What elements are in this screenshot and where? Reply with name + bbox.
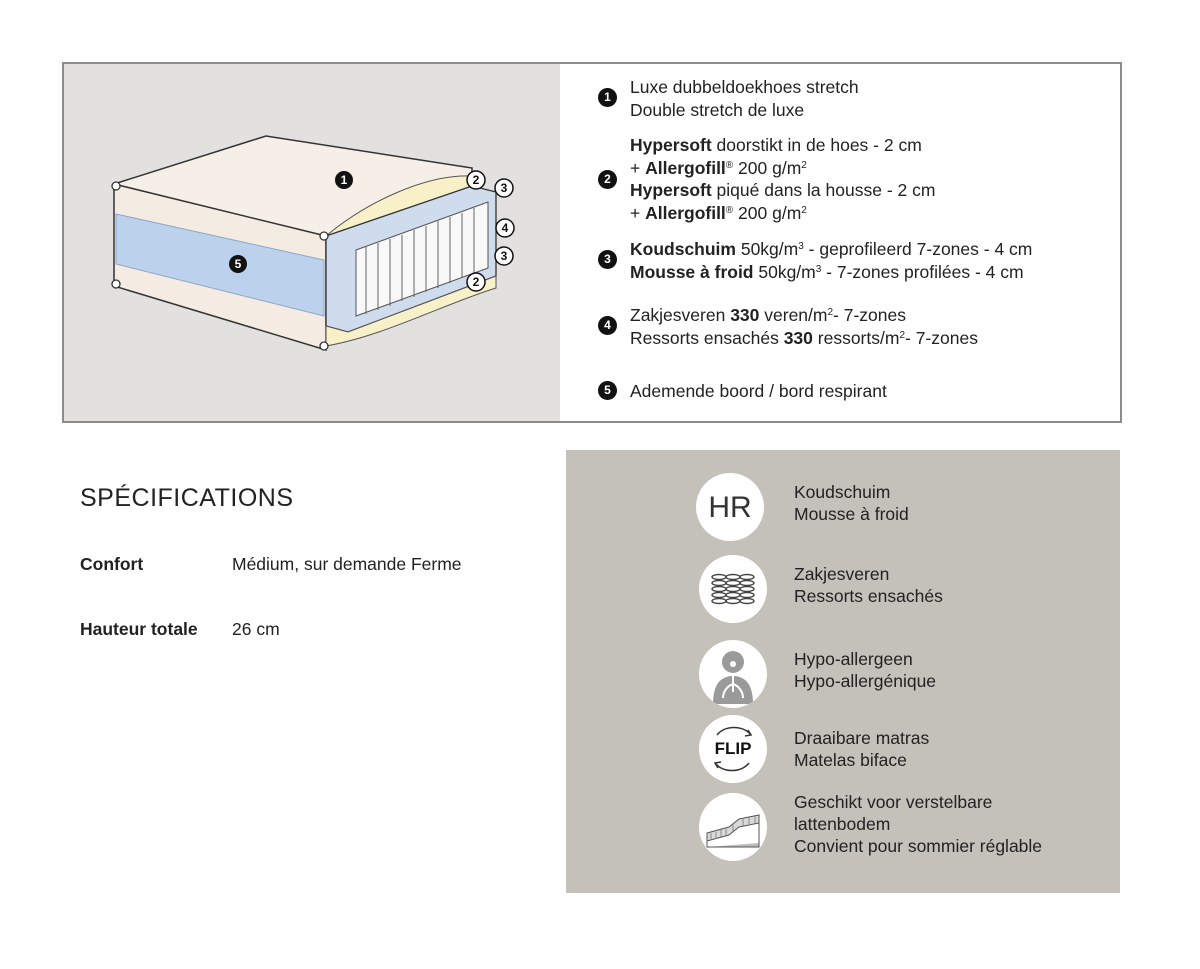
- mattress-diagram: 1 2 3 4 3 2 5: [111, 135, 515, 352]
- legend-text-2: Hypersoft doorstikt in de hoes - 2 cm + …: [630, 135, 936, 223]
- svg-text:3: 3: [501, 181, 508, 195]
- features-panel: HR Koudschuim Mousse à froid Zakjesveren…: [566, 450, 1120, 893]
- svg-text:5: 5: [235, 257, 242, 271]
- feature-pocket-springs: Zakjesveren Ressorts ensachés: [696, 555, 1116, 625]
- svg-text:3: 3: [501, 249, 508, 263]
- spec-label: Hauteur totale: [80, 619, 198, 639]
- specifications-title: SPÉCIFICATIONS: [80, 484, 294, 512]
- callout-2-bottom: 2: [466, 272, 486, 292]
- callout-3-bottom: 3: [494, 246, 514, 266]
- svg-text:2: 2: [473, 275, 480, 289]
- mattress-cutaway-illustration: 1 2 3 4 3 2 5: [64, 64, 560, 421]
- svg-text:2: 2: [473, 173, 480, 187]
- legend-text-1: Luxe dubbeldoekhoes stretch Double stret…: [630, 77, 859, 120]
- callout-3-top: 3: [494, 178, 514, 198]
- legend-number-5: 5: [598, 381, 617, 400]
- legend-text-3: Koudschuim 50kg/m3 - geprofileerd 7-zone…: [630, 239, 1033, 282]
- feature-text: Geschikt voor verstelbare lattenbodem Co…: [794, 792, 1043, 856]
- legend-number-2: 2: [598, 170, 617, 189]
- flip-icon: FLIP: [699, 715, 767, 783]
- spec-label: Confort: [80, 554, 144, 574]
- feature-text: Koudschuim Mousse à froid: [794, 482, 909, 524]
- spec-value: Médium, sur demande Ferme: [232, 554, 462, 574]
- feature-flip: FLIP Draaibare matras Matelas biface: [696, 715, 1116, 785]
- feature-hr-foam: HR Koudschuim Mousse à froid: [696, 473, 1116, 543]
- spec-value: 26 cm: [232, 619, 280, 639]
- feature-text: Draaibare matras Matelas biface: [794, 728, 930, 770]
- hr-foam-icon: HR: [696, 473, 764, 541]
- feature-text: Zakjesveren Ressorts ensachés: [794, 564, 943, 606]
- svg-text:HR: HR: [708, 491, 751, 524]
- callout-5: 5: [229, 255, 247, 273]
- adjustable-base-icon: [699, 793, 767, 861]
- feature-text: Hypo-allergeen Hypo-allergénique: [794, 649, 937, 691]
- legend-text-4: Zakjesveren 330 veren/m2- 7-zones Ressor…: [630, 305, 978, 348]
- feature-adjustable-base: Geschikt voor verstelbare lattenbodem Co…: [696, 792, 1116, 863]
- callout-2-top: 2: [466, 170, 486, 190]
- svg-text:FLIP: FLIP: [715, 739, 752, 758]
- legend-number-4: 4: [598, 316, 617, 335]
- legend-text-5: Ademende boord / bord respirant: [630, 381, 887, 401]
- callout-1: 1: [335, 171, 353, 189]
- hypoallergenic-icon: [699, 640, 767, 708]
- composition-panel: 1 2 3 4 3 2 5: [62, 62, 1122, 423]
- svg-text:4: 4: [502, 221, 509, 235]
- svg-text:1: 1: [341, 173, 348, 187]
- pocket-springs-icon: [699, 555, 767, 623]
- legend-number-1: 1: [598, 88, 617, 107]
- legend-number-3: 3: [598, 250, 617, 269]
- feature-hypoallergenic: Hypo-allergeen Hypo-allergénique: [696, 640, 1116, 710]
- callout-4: 4: [495, 218, 515, 238]
